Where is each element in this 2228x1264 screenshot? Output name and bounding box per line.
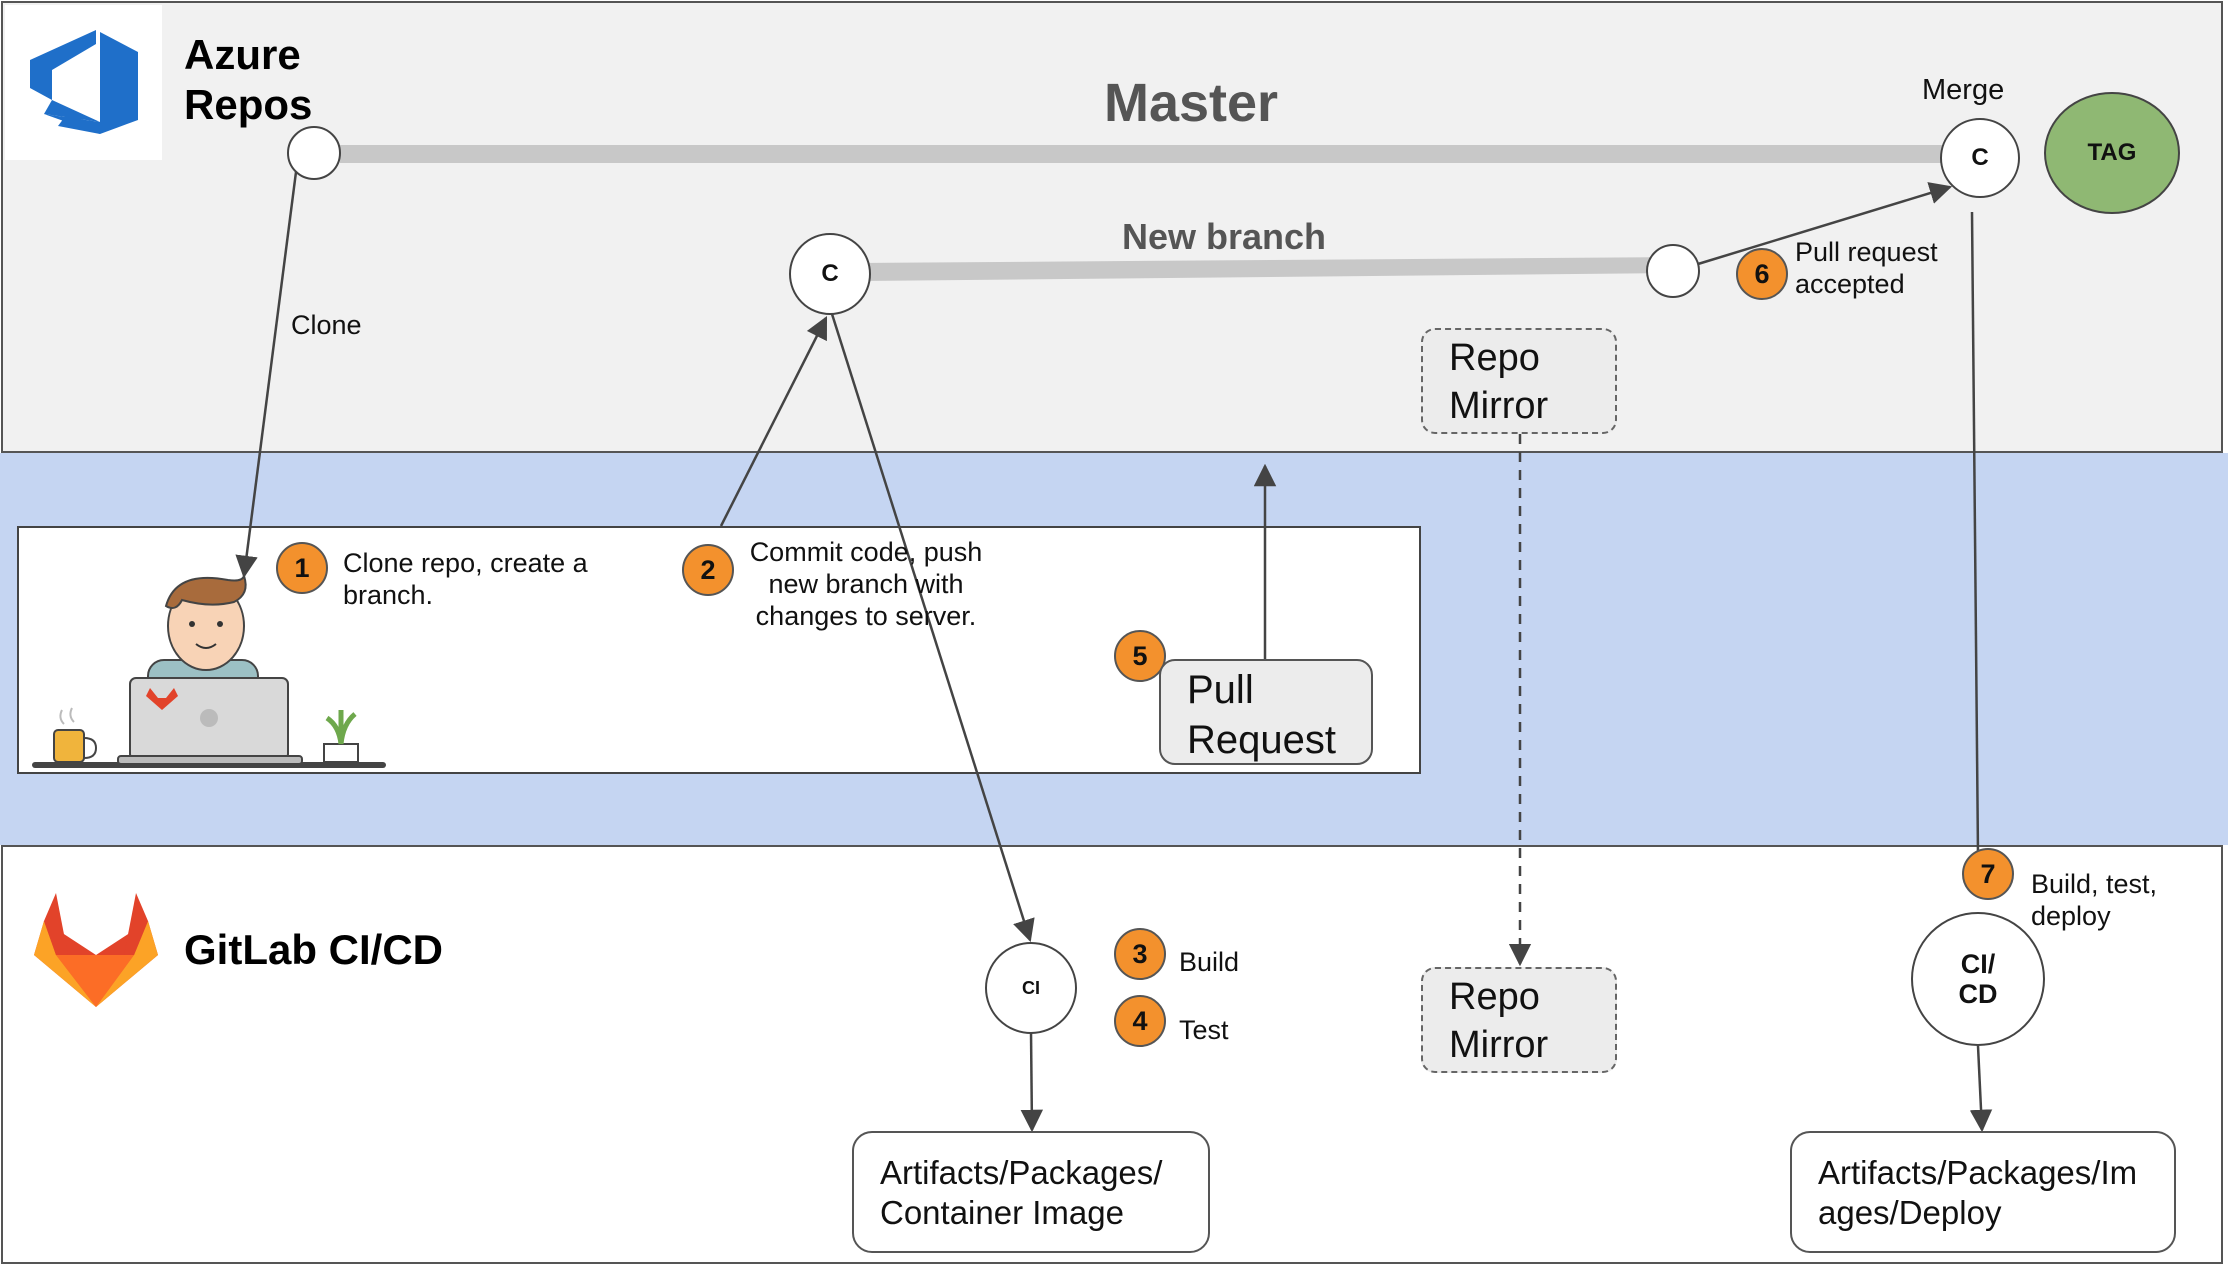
merge-node: C bbox=[1940, 118, 2020, 198]
branch-end-node bbox=[1646, 244, 1700, 298]
developer-illustration-icon bbox=[32, 572, 386, 768]
clone-arrow bbox=[235, 171, 298, 579]
new-branch-line bbox=[860, 257, 1680, 281]
artifacts-left-box: Artifacts/Packages/ Container Image bbox=[852, 1131, 1210, 1253]
gitlab-title: GitLab CI/CD bbox=[184, 926, 443, 973]
step-7-badge: 7 bbox=[1962, 848, 2014, 900]
step-2-badge: 2 bbox=[682, 544, 734, 596]
artifacts-right-box: Artifacts/Packages/Im ages/Deploy bbox=[1790, 1131, 2176, 1253]
gitlab-fox-icon bbox=[34, 893, 158, 1007]
step-4-text: Test bbox=[1179, 1015, 1229, 1045]
step-3-text: Build bbox=[1179, 947, 1240, 977]
step-5-badge: 5 bbox=[1114, 630, 1166, 682]
step-2-text: Commit code, push new branch with change… bbox=[749, 537, 983, 631]
step-3-badge: 3 bbox=[1114, 928, 1166, 980]
azure-title-line1: Azure bbox=[184, 31, 301, 78]
deploy-line bbox=[1970, 211, 1980, 857]
master-branch-line bbox=[340, 145, 1948, 163]
repo-mirror-top-box: Repo Mirror bbox=[1421, 328, 1617, 434]
tag-node: TAG bbox=[2044, 92, 2180, 214]
step-7-text: Build, test, deploy bbox=[2031, 869, 2158, 931]
master-start-node bbox=[287, 126, 341, 180]
step-4-badge: 4 bbox=[1114, 995, 1166, 1047]
step-1-text: Clone repo, create a branch. bbox=[343, 548, 588, 610]
merge-label: Merge bbox=[1922, 74, 2005, 106]
azure-repos-title: Azure Repos bbox=[184, 30, 312, 130]
new-branch-label: New branch bbox=[1122, 216, 1327, 257]
cicd-node: CI/ CD bbox=[1911, 912, 2045, 1046]
ci-node: CI bbox=[985, 942, 1077, 1034]
commit-node: C bbox=[789, 233, 871, 315]
azure-repos-band bbox=[1, 1, 2223, 453]
step-1-badge: 1 bbox=[276, 542, 328, 594]
step-6-badge: 6 bbox=[1736, 248, 1788, 300]
step-6-text: Pull request accepted bbox=[1795, 237, 1938, 299]
merge-arrow bbox=[1697, 182, 1953, 266]
repo-mirror-bottom-box: Repo Mirror bbox=[1421, 967, 1617, 1073]
cicd-artifacts-arrow bbox=[1969, 1045, 1993, 1133]
pull-request-box: Pull Request bbox=[1159, 659, 1373, 765]
azure-title-line2: Repos bbox=[184, 81, 313, 128]
master-branch-label: Master bbox=[1104, 73, 1279, 133]
ci-trigger-arrow bbox=[830, 313, 1035, 943]
clone-label: Clone bbox=[291, 310, 362, 340]
ci-artifacts-arrow bbox=[1020, 1031, 1044, 1133]
push-arrow bbox=[719, 315, 828, 527]
azure-devops-logo-icon bbox=[30, 30, 138, 134]
